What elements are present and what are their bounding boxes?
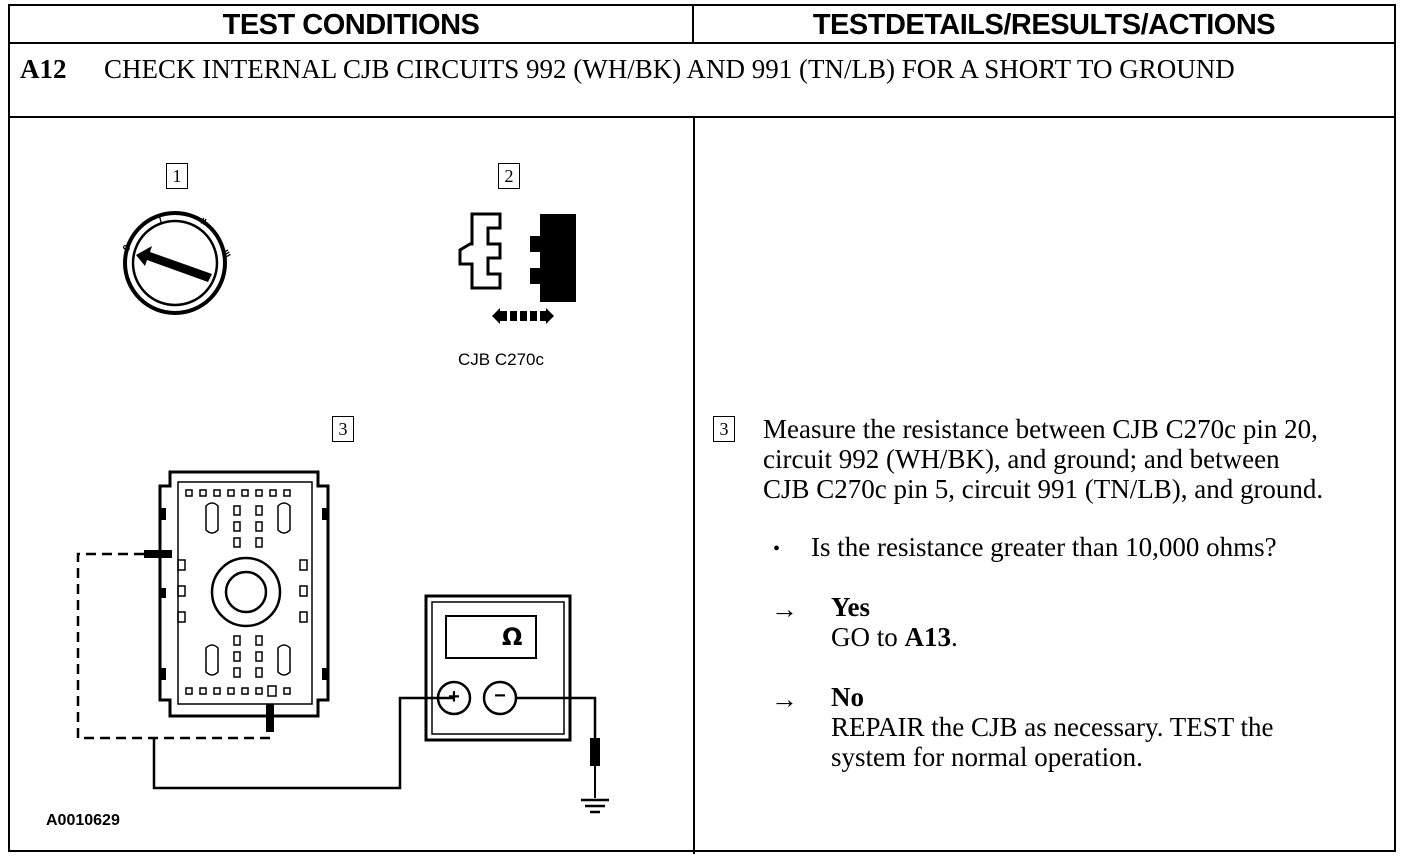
yes-action-target[interactable]: A13 [904, 622, 952, 652]
header-test-details: TESTDETAILS/RESULTS/ACTIONS [694, 6, 1394, 44]
step-row: A12 CHECK INTERNAL CJB CIRCUITS 992 (WH/… [10, 44, 1394, 118]
meter-minus-label: − [494, 685, 506, 707]
bullet: • [773, 538, 781, 560]
ignition-pos-1: I [158, 215, 163, 225]
yes-arrow: → [771, 594, 798, 624]
yes-action-suffix: . [951, 622, 958, 652]
header-test-conditions: TEST CONDITIONS [10, 6, 694, 44]
connector-disconnect-icon [458, 212, 576, 324]
column-divider [693, 118, 695, 854]
figure-id: A0010629 [46, 812, 120, 829]
callout-2: 2 [498, 163, 520, 189]
ignition-pos-0: 0 [121, 243, 134, 254]
ground-symbol-icon [581, 798, 609, 814]
yes-action-prefix: GO to [831, 622, 905, 652]
step-title: CHECK INTERNAL CJB CIRCUITS 992 (WH/BK) … [104, 54, 1235, 84]
ohmmeter-icon: Ω [502, 623, 523, 651]
test-conditions-panel: 1 2 3 0 I II III CJB C270c [10, 118, 693, 850]
yes-action: GO to A13. [831, 622, 958, 652]
callout-1: 1 [166, 163, 188, 189]
wiring-diagram [76, 470, 609, 814]
yes-label: Yes [831, 592, 870, 622]
ignition-pos-3: III [220, 248, 232, 260]
document-frame: TEST CONDITIONS TESTDETAILS/RESULTS/ACTI… [8, 4, 1396, 854]
ignition-pos-2: II [199, 216, 208, 227]
step-number: A12 [20, 54, 67, 84]
callout-3-left: 3 [332, 416, 354, 442]
no-label: No [831, 682, 864, 712]
instruction-text: Measure the resistance between CJB C270c… [763, 414, 1324, 504]
meter-plus-label: + [448, 686, 460, 708]
callout-3-right: 3 [713, 416, 735, 442]
ignition-switch-off-icon: 0 I II III [121, 211, 233, 315]
question-text: Is the resistance greater than 10,000 oh… [811, 532, 1277, 562]
test-details-panel: 3 Measure the resistance between CJB C27… [695, 118, 1394, 850]
no-action: REPAIR the CJB as necessary. TEST the sy… [831, 712, 1274, 772]
connector-label: CJB C270c [458, 350, 544, 369]
no-arrow: → [771, 684, 798, 714]
